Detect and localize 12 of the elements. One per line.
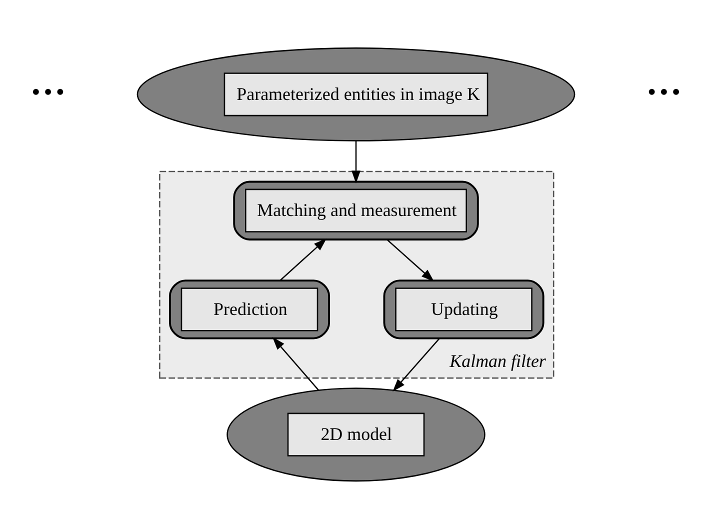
label: ••• [646, 80, 682, 104]
label: ••• [30, 80, 66, 104]
arrow [392, 338, 440, 392]
node-ellipse: Parameterized entities in image K [136, 47, 576, 142]
arrow [280, 238, 327, 281]
node-box: Prediction [168, 280, 330, 340]
node-box: Updating [383, 280, 544, 340]
arrow [352, 140, 360, 184]
arrow [386, 239, 434, 282]
node-ellipse: 2D model [226, 388, 486, 482]
arrow [272, 337, 320, 391]
node-box: Matching and measurement [233, 180, 479, 240]
